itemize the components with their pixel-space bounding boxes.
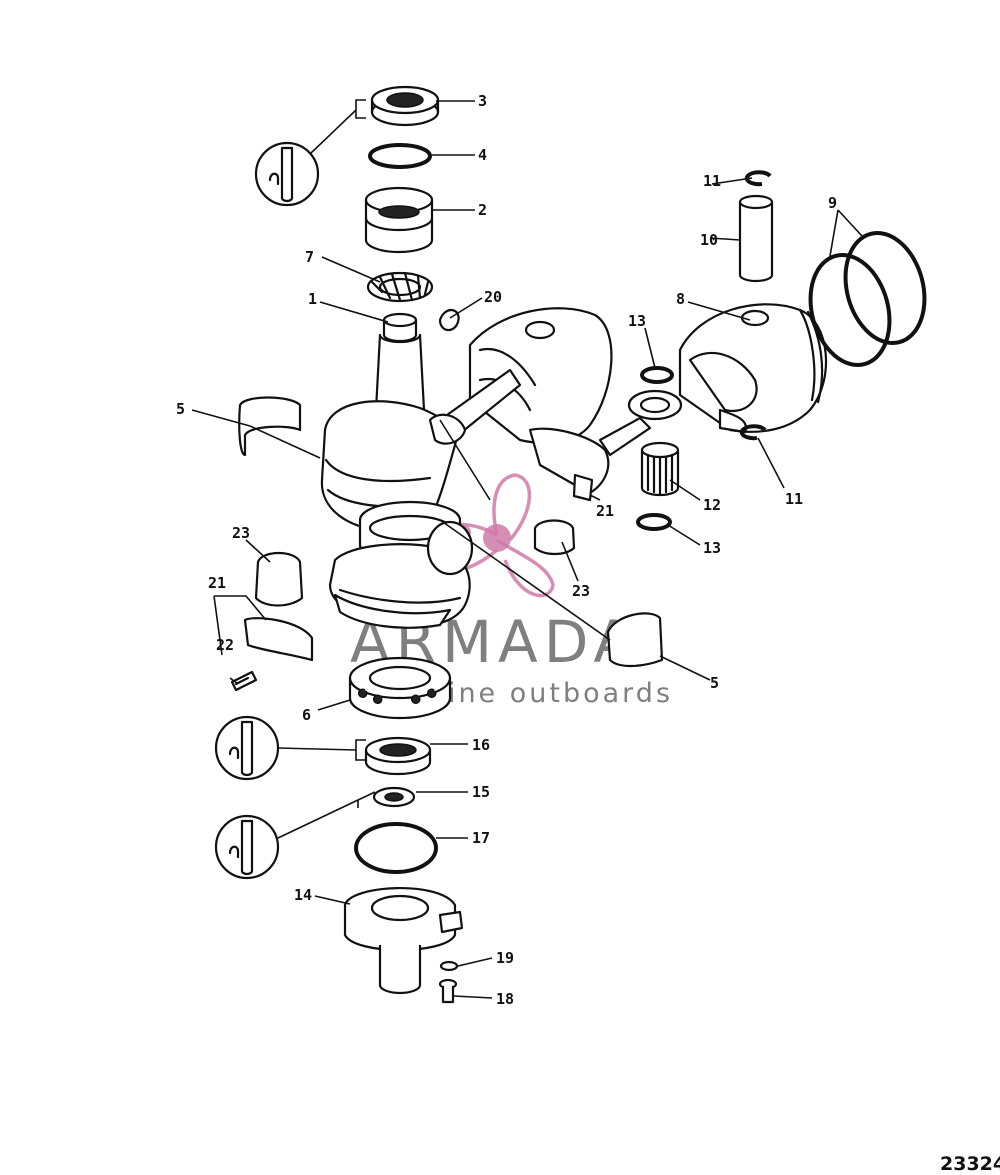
- callout-9: 9: [828, 194, 837, 212]
- callout-11-lower: 11: [785, 490, 803, 508]
- lower-o-ring: [354, 822, 438, 874]
- callout-17: 17: [472, 829, 490, 847]
- crankshaft: [320, 312, 474, 629]
- seal-install-icon: [214, 715, 280, 781]
- piston-rings: [808, 231, 927, 367]
- callout-1: 1: [308, 290, 317, 308]
- seal-install-icon: [214, 814, 280, 880]
- callout-10: 10: [700, 231, 718, 249]
- end-cap-screw: [438, 978, 458, 1004]
- callout-13-upper: 13: [628, 312, 646, 330]
- callout-6: 6: [302, 706, 311, 724]
- washer: [439, 960, 459, 972]
- main-bearing-half-lower: [606, 612, 664, 668]
- figure-number: 23324: [940, 1153, 1000, 1175]
- thrust-washer-lower: [636, 513, 672, 531]
- wrist-pin: [738, 194, 774, 283]
- rod-bearing-cage-left: [254, 551, 304, 607]
- callout-21-cap: 21: [208, 574, 226, 592]
- upper-bearing-cage: [364, 186, 434, 254]
- rod-bearing-cage-right: [533, 519, 576, 556]
- roller-bearing-7: [366, 271, 434, 303]
- callout-labels: 3 4 2 7 1 20 5 11 9 10 8 13 11 12 21 13 …: [176, 92, 837, 1008]
- callout-19: 19: [496, 949, 514, 967]
- rod-cap: [243, 617, 314, 662]
- callout-15: 15: [472, 783, 490, 801]
- callout-18: 18: [496, 990, 514, 1008]
- callout-22: 22: [216, 636, 234, 654]
- callout-23-left: 23: [232, 524, 250, 542]
- retaining-ring-upper: [744, 170, 772, 187]
- callout-20: 20: [484, 288, 502, 306]
- lower-piston: [678, 303, 828, 434]
- connecting-rod: [528, 389, 683, 502]
- callout-13-lower: 13: [703, 539, 721, 557]
- main-bearing-half-upper: [238, 396, 302, 457]
- seal-install-icon: [254, 141, 320, 207]
- callout-23-right: 23: [572, 582, 590, 600]
- callout-4: 4: [478, 146, 487, 164]
- upper-piston-assembly: [428, 307, 613, 445]
- callout-16: 16: [472, 736, 490, 754]
- callout-21-rod: 21: [596, 502, 614, 520]
- retaining-ring-lower: [739, 424, 767, 441]
- upper-o-ring: [368, 143, 432, 169]
- callout-3: 3: [478, 92, 487, 110]
- leader-lines: [191, 99, 863, 999]
- callout-12: 12: [703, 496, 721, 514]
- lower-oil-seal: [364, 736, 432, 776]
- upper-oil-seal: [370, 85, 440, 127]
- woodruff-key: [438, 309, 460, 332]
- thrust-washer-upper: [640, 366, 674, 384]
- callout-5-upper: 5: [176, 400, 185, 418]
- rod-cap-screw: [230, 670, 258, 692]
- lower-ball-bearing: [348, 656, 452, 720]
- callout-8: 8: [676, 290, 685, 308]
- callout-14: 14: [294, 886, 312, 904]
- callout-11-upper: 11: [703, 172, 721, 190]
- small-seal: [372, 786, 416, 808]
- callout-7: 7: [305, 248, 314, 266]
- lower-end-cap: [343, 887, 464, 995]
- callout-2: 2: [478, 201, 487, 219]
- needle-bearing-12: [640, 441, 680, 497]
- callout-5-lower: 5: [710, 674, 719, 692]
